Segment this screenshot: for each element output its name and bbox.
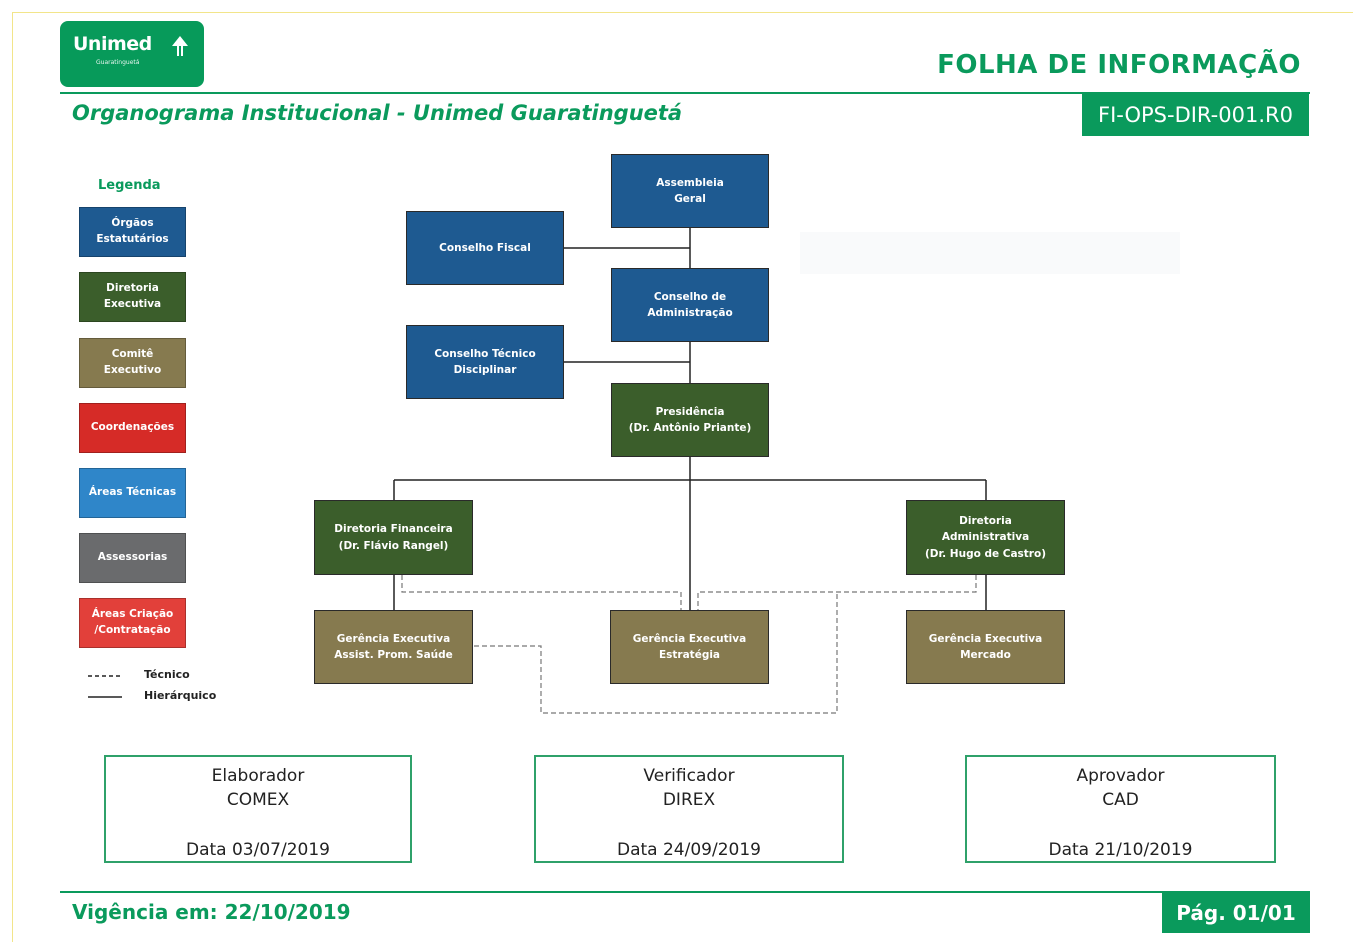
signature-role: Elaborador: [211, 766, 305, 786]
legend-hierarquico-label: Hierárquico: [144, 689, 217, 702]
legend-areas-tecnicas: Áreas Técnicas: [79, 468, 186, 518]
legend-comite-executivo: Comitê Executivo: [79, 338, 186, 388]
tech-link-adm-estrategia: [697, 575, 977, 610]
signature-role: Aprovador: [1076, 766, 1165, 786]
signature-dept: COMEX: [226, 790, 290, 810]
legend-orgaos-estatutarios: Órgãos Estatutários: [79, 207, 186, 257]
legend-tecnico-label: Técnico: [144, 668, 190, 681]
document-subtitle: Organograma Institucional - Unimed Guara…: [72, 101, 683, 125]
logo-subtext: Guaratinguetá: [96, 59, 140, 66]
signature-box-aprovador: Aprovador CAD Data 21/10/2019: [965, 755, 1276, 863]
signature-box-elaborador: Elaborador COMEX Data 03/07/2019: [104, 755, 412, 863]
legend-assessorias: Assessorias: [79, 533, 186, 583]
page-title: FOLHA DE INFORMAÇÃO: [937, 50, 1301, 80]
node-presidencia: Presidência (Dr. Antônio Priante): [611, 383, 769, 457]
signature-date: Data 03/07/2019: [186, 840, 330, 860]
node-conselho-tecnico: Conselho Técnico Disciplinar: [406, 325, 564, 399]
signature-dept: DIREX: [662, 790, 716, 810]
tech-link-fin-estrategia: [401, 575, 682, 610]
unimed-logo: Unimed Guaratinguetá: [60, 21, 204, 87]
node-conselho-fiscal: Conselho Fiscal: [406, 211, 564, 285]
signature-role: Verificador: [643, 766, 735, 786]
legend-coordenacoes: Coordenações: [79, 403, 186, 453]
page-frame: [12, 12, 1353, 942]
legend-diretoria-executiva: Diretoria Executiva: [79, 272, 186, 322]
document-code: FI-OPS-DIR-001.R0: [1082, 94, 1309, 136]
unimed-tree-icon: [172, 36, 188, 56]
page-number: Pág. 01/01: [1162, 893, 1310, 933]
legend-areas-criacao: Áreas Criação /Contratação: [79, 598, 186, 648]
signature-box-verificador: Verificador DIREX Data 24/09/2019: [534, 755, 844, 863]
vigencia-date: Vigência em: 22/10/2019: [72, 900, 351, 924]
footer-divider: [60, 891, 1310, 893]
legend-title: Legenda: [98, 178, 161, 193]
node-diretoria-administrativa: Diretoria Administrativa (Dr. Hugo de Ca…: [906, 500, 1065, 575]
node-assembleia-geral: Assembleia Geral: [611, 154, 769, 228]
signature-dept: CAD: [1102, 790, 1139, 810]
signature-date: Data 24/09/2019: [617, 840, 761, 860]
header-divider: [60, 92, 1310, 94]
signature-date: Data 21/10/2019: [1048, 840, 1193, 860]
node-gerencia-mercado: Gerência Executiva Mercado: [906, 610, 1065, 684]
node-gerencia-saude: Gerência Executiva Assist. Prom. Saúde: [314, 610, 473, 684]
node-diretoria-financeira: Diretoria Financeira (Dr. Flávio Rangel): [314, 500, 473, 575]
faint-watermark: [800, 232, 1180, 274]
tech-link-saude-adm: [474, 592, 838, 714]
node-gerencia-estrategia: Gerência Executiva Estratégia: [610, 610, 769, 684]
node-conselho-administracao: Conselho de Administração: [611, 268, 769, 342]
logo-text: Unimed: [73, 33, 152, 55]
